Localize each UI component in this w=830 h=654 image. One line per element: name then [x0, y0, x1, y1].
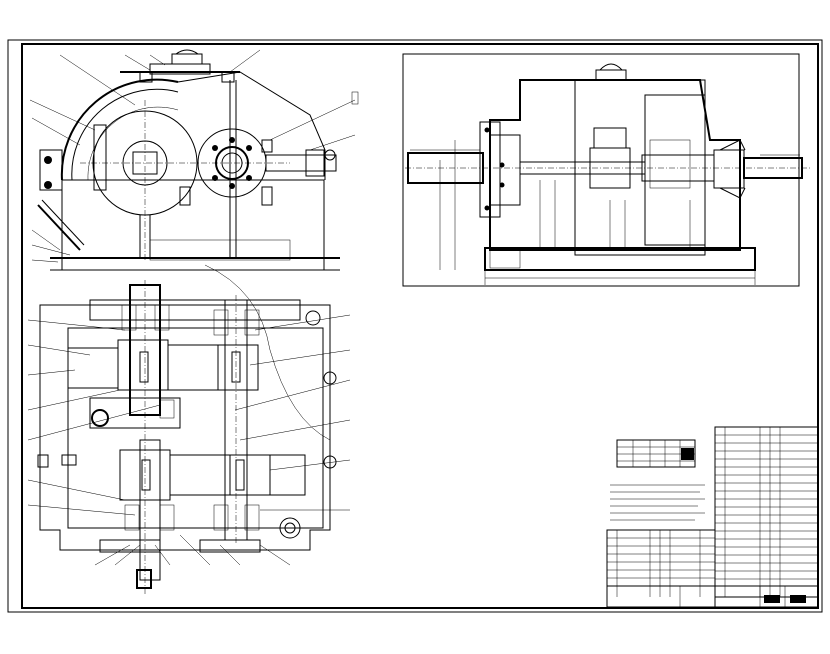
front-view — [29, 49, 359, 271]
technical-data-table — [610, 439, 705, 521]
side-view — [402, 53, 810, 287]
top-section-view — [27, 264, 351, 595]
sheet-border — [7, 39, 823, 613]
parts-list — [606, 426, 819, 608]
